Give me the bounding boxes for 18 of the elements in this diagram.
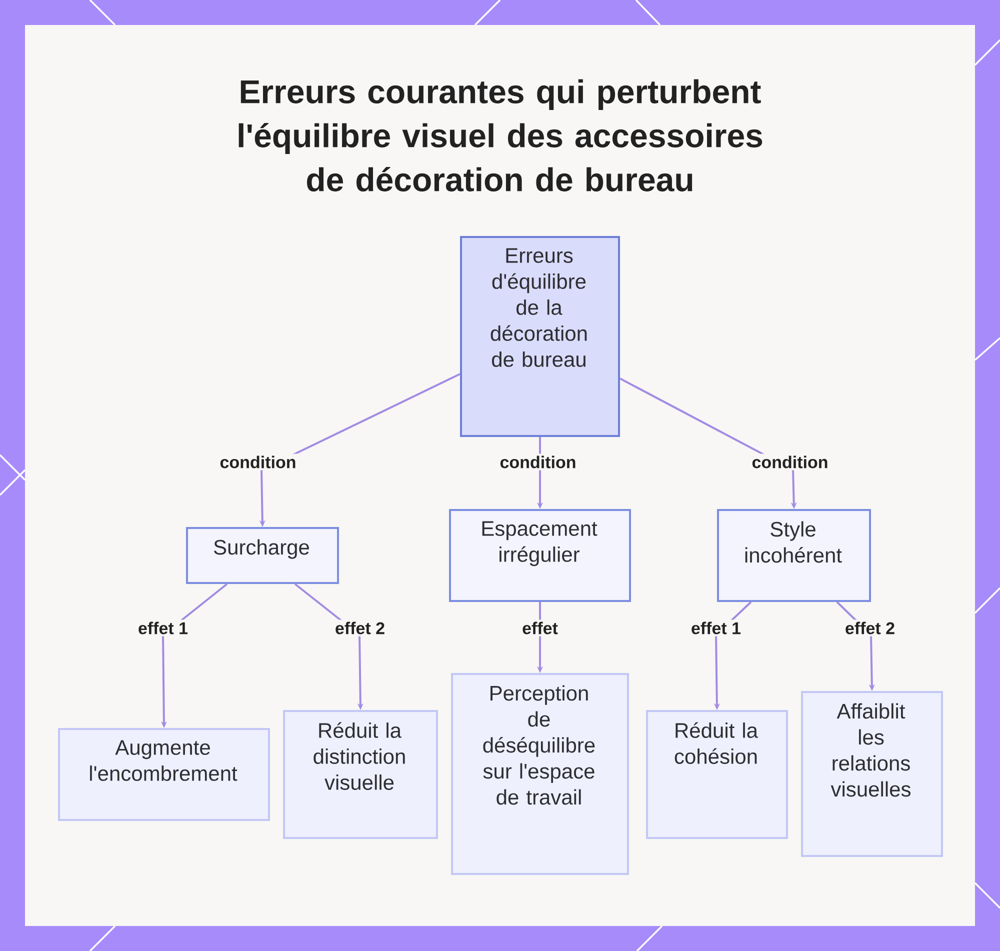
edge-label: effet 1 [136,620,190,636]
main-box: Erreurs d'équilibre de la décoration de bureau [460,236,620,437]
edge-label: condition [498,454,578,470]
process-box: Augmente l'encombrement [58,728,270,821]
edge-label: condition [750,454,830,470]
process-box: Surcharge [186,527,339,584]
edge-label: effet 2 [842,620,898,636]
process-box: Espacement irrégulier [449,509,631,602]
title: Erreurs courantes qui perturbent l'équilibre visuel des accessoires de décoration de bureau [238,79,762,192]
edge-label: effet [520,620,560,636]
edge-label: condition [218,454,298,470]
process-box: Réduit la distinction visuelle [283,710,438,839]
process-box: Perception de déséquilibre sur l'espace de travail [451,673,629,876]
edge-label: effet 1 [688,620,744,636]
process-box: Style incohérent [717,509,871,602]
edge-label: effet 2 [332,620,388,636]
process-box: Réduit la cohésion [646,710,788,839]
process-box: Affaiblit les relations visuelles [801,691,943,857]
